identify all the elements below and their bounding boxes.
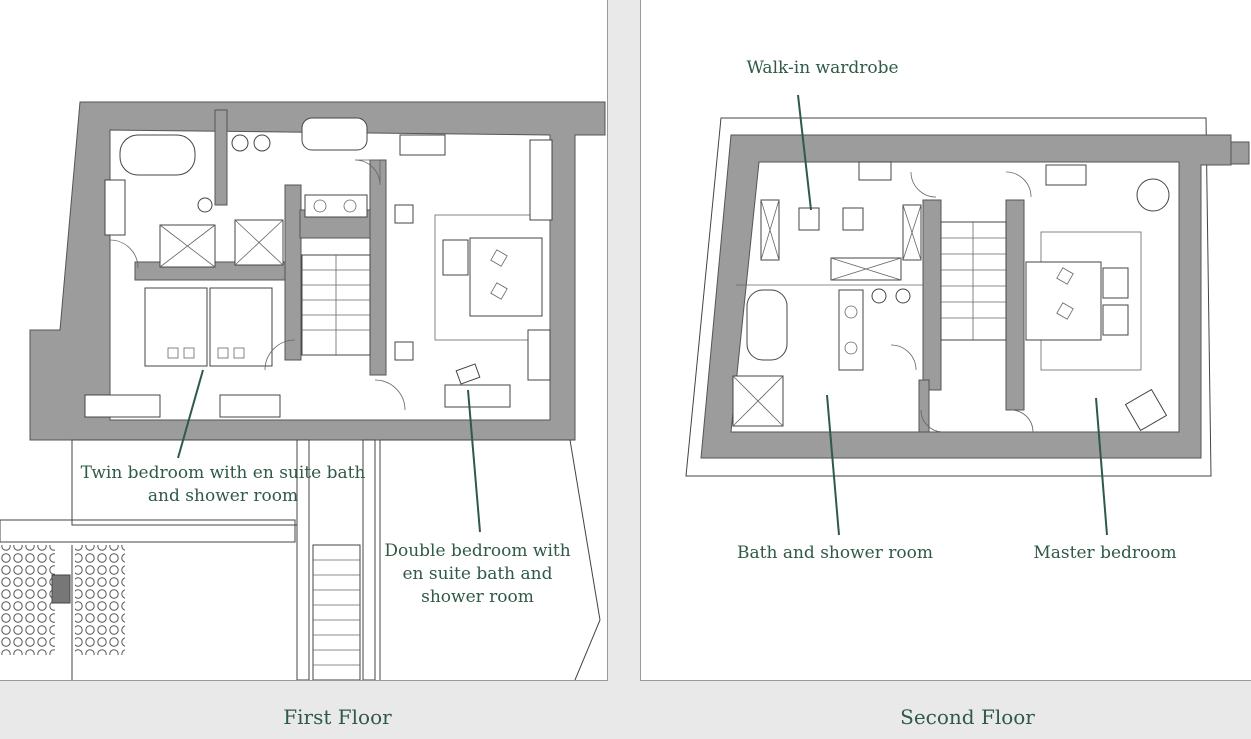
staircase <box>301 254 371 356</box>
door <box>374 379 406 411</box>
bath-shower-room-label: Bath and shower room <box>737 543 933 563</box>
bathtub <box>746 289 788 361</box>
cabinet <box>858 161 892 181</box>
island-unit <box>842 207 864 231</box>
door <box>1005 171 1032 198</box>
nightstand <box>1102 267 1129 299</box>
paving <box>75 545 125 655</box>
interior-wall <box>918 379 930 433</box>
double-bedroom-leader <box>467 389 481 533</box>
door <box>109 239 139 269</box>
site-outline <box>685 117 1212 477</box>
exterior-stairs <box>312 544 361 680</box>
stair-wall <box>296 439 310 680</box>
second-floor-caption: Second Floor <box>900 705 1035 729</box>
toilet <box>197 197 213 213</box>
walkway <box>0 519 296 543</box>
sink-vanity <box>838 289 864 371</box>
toilet <box>871 288 887 304</box>
twin-bed <box>209 287 273 367</box>
door <box>920 409 944 433</box>
bench <box>84 394 161 418</box>
double-bedroom-label: Double bedroom with en suite bath and sh… <box>384 541 571 607</box>
bathtub <box>119 134 196 176</box>
chimney <box>1230 141 1250 165</box>
twin-bedroom-label: Twin bedroom with en suite bath and show… <box>80 463 366 506</box>
round-table <box>1136 178 1170 212</box>
interior-wall <box>214 109 228 206</box>
island-unit <box>798 207 820 231</box>
dresser <box>1045 164 1087 186</box>
toilet <box>253 134 271 152</box>
side-table <box>394 341 414 361</box>
bath-shower-leader <box>826 394 840 536</box>
well-cover <box>51 574 71 604</box>
console <box>399 134 446 156</box>
sink-vanity <box>104 179 126 236</box>
interior-wall <box>922 199 942 391</box>
double-bed <box>1025 261 1102 341</box>
door <box>1010 409 1034 433</box>
door <box>354 159 381 186</box>
stair-wall <box>362 439 376 680</box>
twin-bed <box>144 287 208 367</box>
bathtub <box>301 117 368 151</box>
double-bed <box>469 237 543 317</box>
walk-in-wardrobe-leader <box>797 94 812 211</box>
paving <box>0 545 55 655</box>
master-bedroom-leader <box>1095 397 1108 536</box>
side-table <box>394 204 414 224</box>
wardrobe <box>527 329 551 381</box>
first-floor-caption: First Floor <box>283 705 392 729</box>
staircase <box>940 221 1007 341</box>
nightstand <box>1102 304 1129 336</box>
interior-wall <box>369 159 387 376</box>
toilet <box>231 134 249 152</box>
door <box>910 171 937 198</box>
sofa <box>442 239 469 276</box>
chair <box>455 363 481 385</box>
wardrobe <box>529 139 553 221</box>
door <box>264 339 296 371</box>
door <box>890 344 917 371</box>
first-floor-panel <box>0 0 608 681</box>
second-floor-plan <box>685 94 1250 536</box>
twin-bedroom-leader <box>177 369 204 459</box>
master-bedroom-label: Master bedroom <box>1033 543 1177 563</box>
toilet <box>895 288 911 304</box>
walk-in-wardrobe-label: Walk-in wardrobe <box>746 58 899 78</box>
second-floor-panel <box>640 0 1251 681</box>
interior-wall <box>1005 199 1025 411</box>
armchair <box>1124 388 1168 432</box>
second-floor-outer-wall <box>700 134 1232 459</box>
interior-wall <box>284 184 302 361</box>
rug <box>434 214 551 341</box>
first-floor-plan <box>0 101 606 680</box>
desk <box>444 384 511 408</box>
bench <box>219 394 281 418</box>
